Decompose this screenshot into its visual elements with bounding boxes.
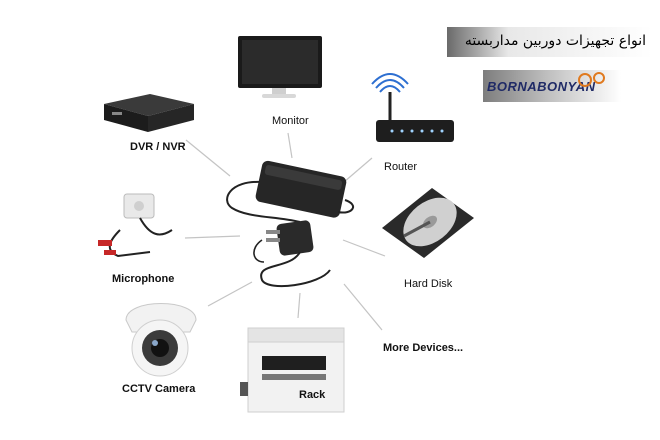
line-cctv-camera	[207, 281, 253, 307]
line-rack	[297, 292, 301, 319]
line-monitor	[287, 132, 293, 159]
rack-icon	[240, 327, 345, 413]
label-hard-disk: Hard Disk	[404, 278, 453, 290]
label-cctv-camera: CCTV Camera	[122, 383, 196, 395]
title-banner: انواع تجهیزات دوربین مداربسته	[447, 27, 652, 57]
page-title: انواع تجهیزات دوربین مداربسته	[464, 33, 646, 49]
label-more-devices: More Devices...	[383, 342, 464, 354]
monitor-icon	[238, 36, 322, 98]
label-microphone: Microphone	[112, 273, 175, 285]
logo-text: BORNABONYAN	[487, 79, 596, 94]
power-adapter-icon	[226, 160, 355, 223]
hard-disk-icon	[382, 188, 474, 258]
line-more-devices	[343, 283, 383, 331]
brand-logo: BORNABONYAN	[483, 70, 621, 102]
label-dvr-nvr: DVR / NVR	[130, 141, 186, 153]
microphone-icon	[98, 193, 173, 258]
label-router: Router	[384, 161, 418, 173]
line-microphone	[184, 235, 241, 239]
label-monitor: Monitor	[272, 115, 309, 127]
logo-gear-icon	[578, 72, 605, 87]
cctv-camera-icon	[125, 303, 197, 377]
connector-lines	[184, 132, 386, 331]
line-hard-disk	[342, 239, 386, 257]
label-rack: Rack	[299, 389, 326, 401]
router-icon	[371, 73, 454, 142]
line-router	[343, 157, 373, 183]
dvr-nvr-icon	[104, 94, 194, 132]
wall-adapter-icon	[253, 220, 331, 287]
line-dvr	[185, 139, 231, 177]
